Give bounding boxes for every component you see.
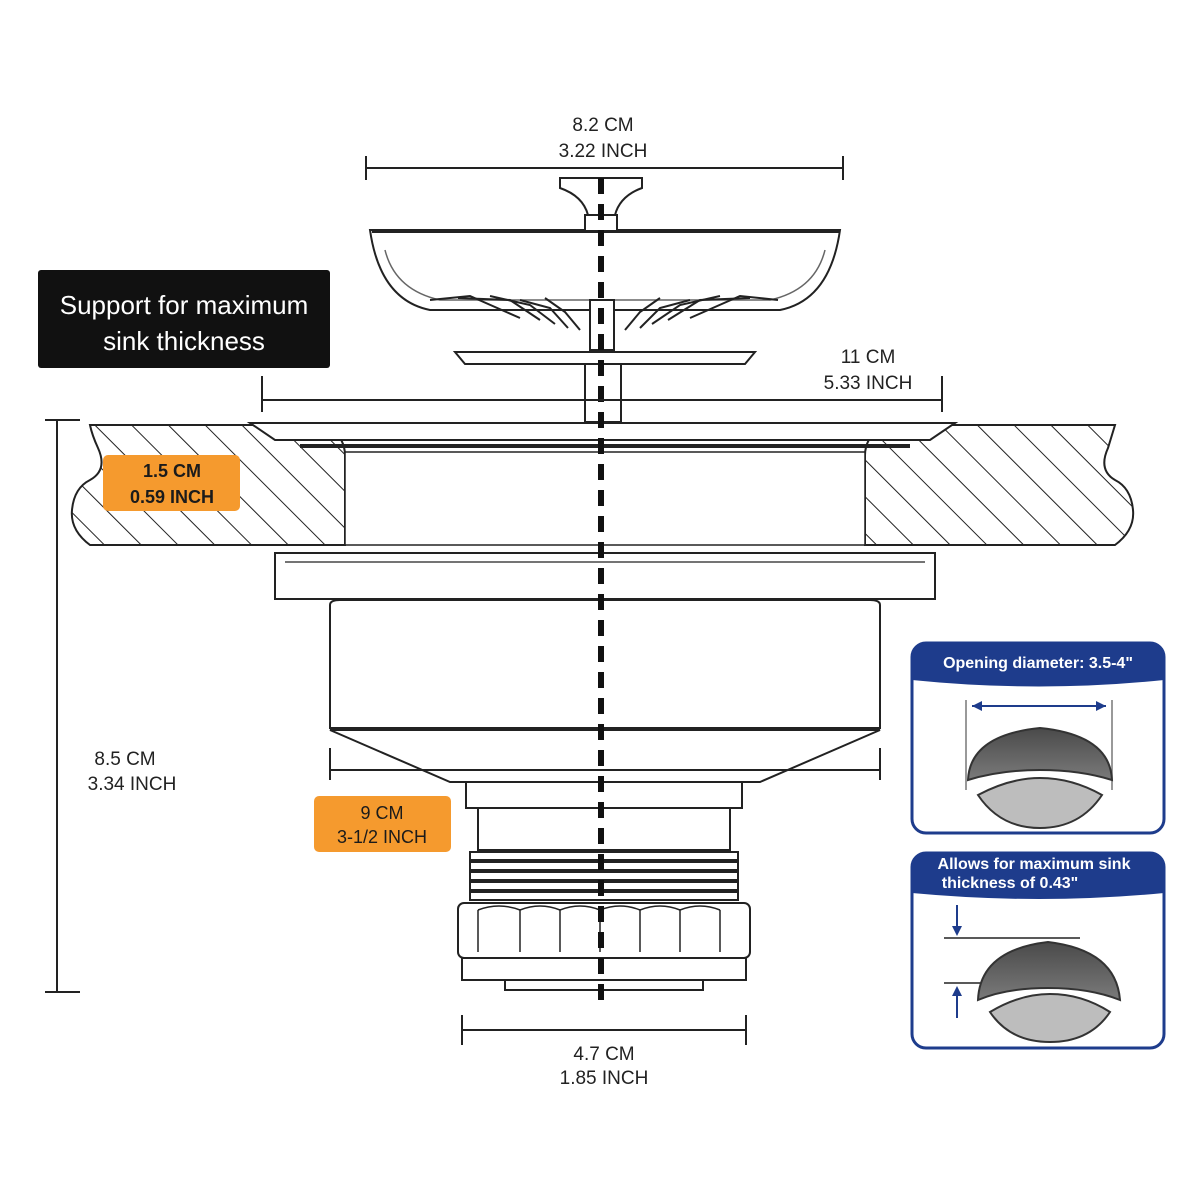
opening-diameter-title: Opening diameter: 3.5-4" [943, 655, 1133, 672]
outlet-imperial: 1.85 INCH [560, 1068, 649, 1089]
height-metric: 8.5 CM [94, 749, 155, 770]
body-width-badge: 9 CM 3-1/2 INCH [314, 796, 451, 852]
max-thickness-title-line-1: Allows for maximum sink [938, 856, 1131, 873]
flange-metric: 11 CM [841, 347, 896, 368]
opening-diameter-panel: Opening diameter: 3.5-4" [910, 641, 1166, 835]
basket-top-metric: 8.2 CM [572, 115, 633, 136]
sink-thickness-imperial: 0.59 INCH [130, 487, 214, 507]
banner-line-2: sink thickness [103, 326, 265, 356]
basket-top-imperial: 3.22 INCH [559, 141, 648, 162]
height-imperial: 3.34 INCH [88, 774, 177, 795]
outlet-metric: 4.7 CM [573, 1044, 634, 1065]
sink-thickness-metric: 1.5 CM [143, 461, 201, 481]
dimension-lines [45, 156, 943, 1045]
body-metric: 9 CM [360, 803, 403, 823]
max-thickness-panel: Allows for maximum sink thickness of 0.4… [910, 851, 1166, 1050]
flange-imperial: 5.33 INCH [824, 373, 913, 394]
strainer-basket [368, 177, 842, 423]
banner-line-1: Support for maximum [60, 290, 309, 320]
sink-cross-section [70, 422, 1135, 546]
strainer-body [274, 552, 936, 991]
max-thickness-title-line-2: thickness of 0.43" [942, 875, 1079, 892]
body-imperial: 3-1/2 INCH [337, 827, 427, 847]
max-thickness-banner: Support for maximum sink thickness [38, 270, 330, 368]
sink-thickness-badge: 1.5 CM 0.59 INCH [103, 455, 240, 511]
